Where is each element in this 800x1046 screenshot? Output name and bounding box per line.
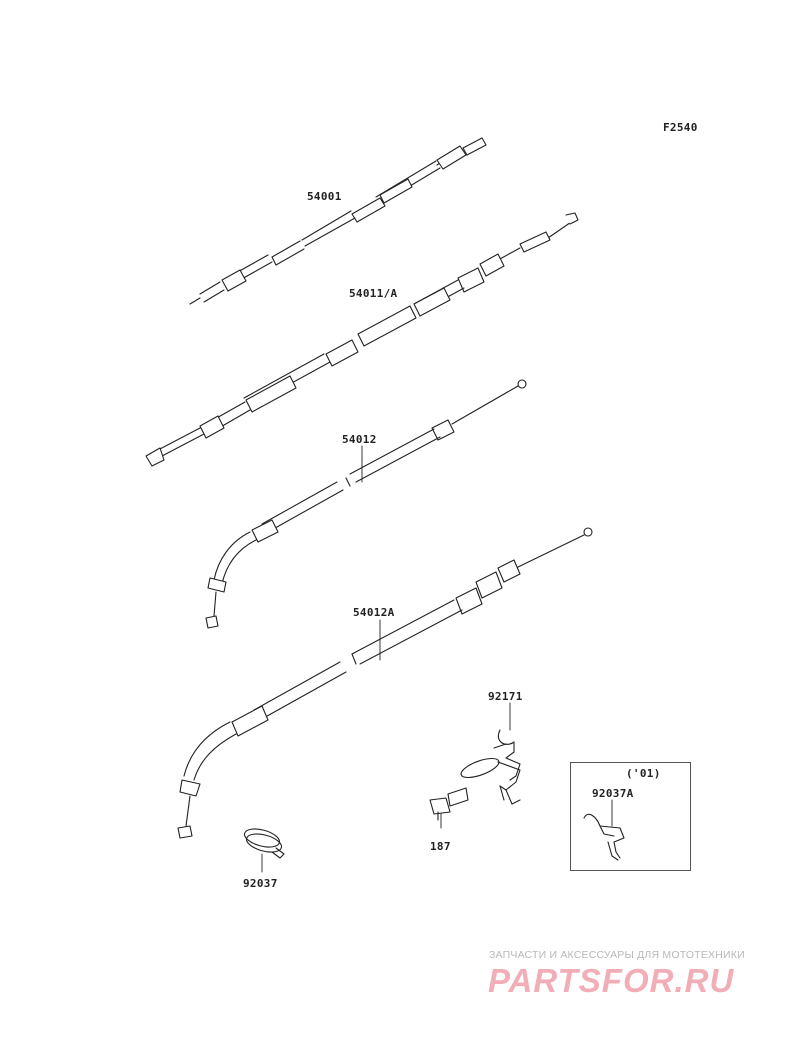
cable-54012a <box>177 527 593 839</box>
inset-box <box>570 762 691 871</box>
cable-54011-a <box>145 212 579 467</box>
part-label-92171: 92171 <box>488 690 523 703</box>
clamp-92037a <box>583 813 625 861</box>
part-label-92037a: 92037A <box>592 787 634 800</box>
inset-year-note: ('01) <box>626 767 661 780</box>
bolt-187 <box>429 787 469 821</box>
part-label-54011-a: 54011/A <box>349 287 398 300</box>
cable-54001 <box>189 137 487 305</box>
bracket-92171 <box>460 729 521 805</box>
cable-54012 <box>205 379 527 629</box>
part-label-54012: 54012 <box>342 433 377 446</box>
watermark-tagline: ЗАПЧАСТИ И АКСЕССУАРЫ ДЛЯ МОТОТЕХНИКИ <box>489 949 745 961</box>
clamp-92037 <box>243 828 285 859</box>
part-label-54001: 54001 <box>307 190 342 203</box>
part-label-54012a: 54012A <box>353 606 395 619</box>
figure-code: F2540 <box>663 121 698 134</box>
part-label-187: 187 <box>430 840 451 853</box>
watermark-logo: PARTSFOR.RU <box>488 962 735 999</box>
part-label-92037: 92037 <box>243 877 278 890</box>
leader-lines <box>261 445 613 873</box>
